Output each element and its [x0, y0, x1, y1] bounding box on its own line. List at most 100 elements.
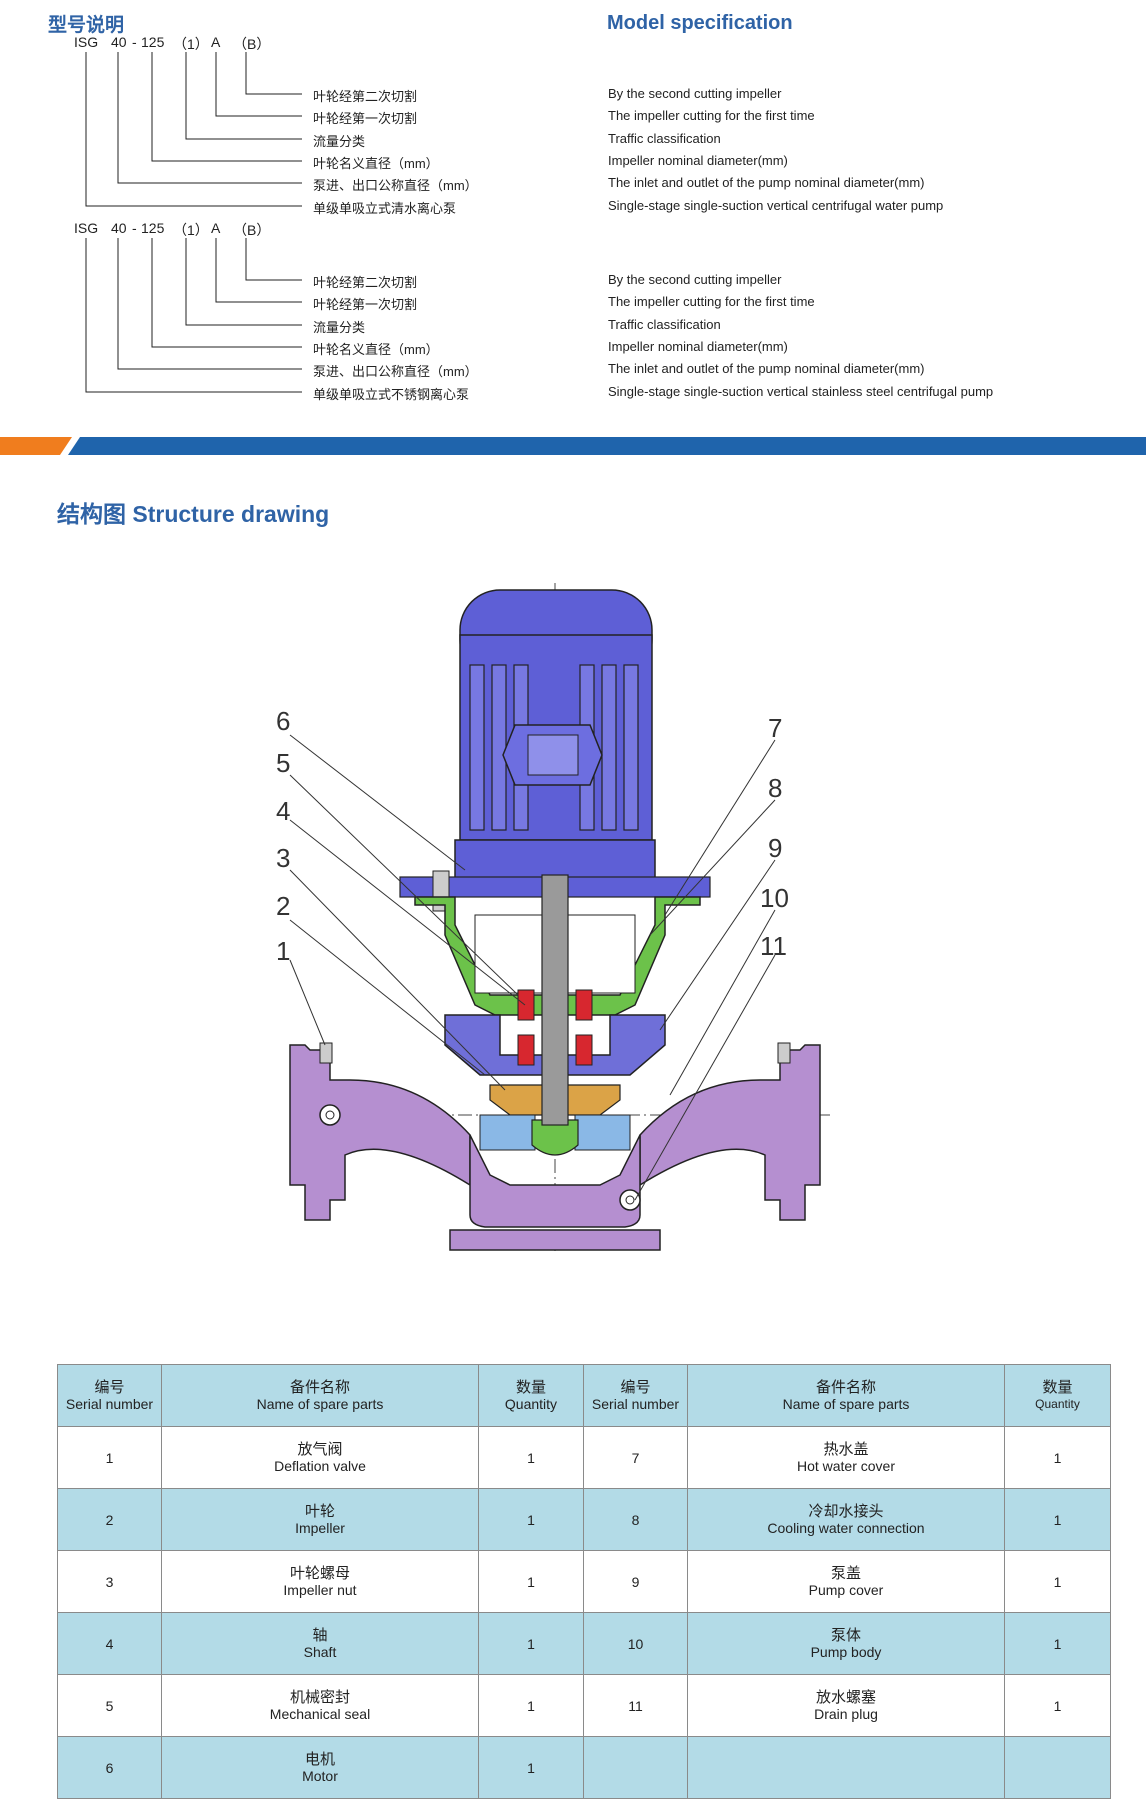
section-divider-band: [0, 437, 1146, 455]
pump-body: [289, 1044, 821, 1251]
part-label-4: 4: [276, 796, 290, 826]
part-label-7: 7: [768, 713, 782, 743]
serial-cell: 10: [583, 1612, 688, 1675]
spec1-en-1: By the second cutting impeller: [608, 86, 782, 101]
quantity-cell: 1: [1004, 1488, 1111, 1551]
serial-cell: 11: [583, 1674, 688, 1737]
serial-cell: 9: [583, 1550, 688, 1613]
model-code-1: ISG 40 - 125 （1） A （B）: [74, 34, 270, 162]
code-isg: ISG: [74, 34, 99, 50]
serial-cell: 2: [57, 1488, 162, 1551]
code-isg: ISG: [74, 220, 99, 236]
model-code-2-leader-lines: [85, 238, 302, 393]
spec1-cn-1: 叶轮经第二次切割: [313, 89, 418, 104]
code-dash: -: [132, 34, 137, 50]
serial-cell: 4: [57, 1612, 162, 1675]
spec2-cn-6: 单级单吸立式不锈钢离心泵: [313, 387, 470, 402]
spec1-cn-5: 泵进、出口公称直径（mm）: [313, 178, 478, 193]
motor: [454, 589, 656, 881]
code-1: （1）: [173, 36, 209, 52]
spec2-cn-1: 叶轮经第二次切割: [313, 275, 418, 290]
quantity-cell: 1: [478, 1736, 584, 1799]
code-40: 40: [111, 34, 127, 50]
spec2-cn-5: 泵进、出口公称直径（mm）: [313, 364, 478, 379]
part-label-3: 3: [276, 843, 290, 873]
spec1-cn-6: 单级单吸立式清水离心泵: [313, 201, 457, 216]
quantity-cell: 1: [478, 1550, 584, 1613]
spec1-en-5: The inlet and outlet of the pump nominal…: [608, 175, 925, 190]
code-125: 125: [141, 34, 165, 50]
serial-cell: 1: [57, 1426, 162, 1489]
mechanical-seal: [517, 989, 593, 1066]
part-label-8: 8: [768, 773, 782, 803]
code-125: 125: [141, 220, 165, 236]
serial-cell: 5: [57, 1674, 162, 1737]
quantity-cell: 1: [1004, 1674, 1111, 1737]
code-1: （1）: [173, 222, 209, 238]
code-dash: -: [132, 220, 137, 236]
serial-cell: [583, 1736, 688, 1799]
part-label-6: 6: [276, 706, 290, 736]
serial-cell: 3: [57, 1550, 162, 1613]
serial-cell: 6: [57, 1736, 162, 1799]
quantity-cell: 1: [1004, 1612, 1111, 1675]
part-label-9: 9: [768, 833, 782, 863]
code-40: 40: [111, 220, 127, 236]
spec1-cn-4: 叶轮名义直径（mm）: [313, 156, 439, 171]
pump-structure-drawing: 1 2 3 4 5 6 7 8 9 10 11: [276, 583, 830, 1255]
spec1-cn-2: 叶轮经第一次切割: [313, 111, 418, 126]
quantity-cell: [1004, 1736, 1111, 1799]
quantity-cell: 1: [1004, 1550, 1111, 1613]
code-a: A: [211, 34, 221, 50]
spec2-cn-4: 叶轮名义直径（mm）: [313, 342, 439, 357]
model-code-1-leader-lines: [85, 52, 302, 207]
part-label-1: 1: [276, 936, 290, 966]
quantity-cell: 1: [478, 1674, 584, 1737]
serial-cell: 8: [583, 1488, 688, 1551]
part-label-11: 11: [760, 931, 787, 961]
spec2-en-1: By the second cutting impeller: [608, 272, 782, 287]
spec1-en-3: Traffic classification: [608, 131, 721, 146]
code-b: （B）: [233, 36, 271, 52]
quantity-cell: 1: [478, 1612, 584, 1675]
quantity-cell: 1: [1004, 1426, 1111, 1489]
shaft: [541, 874, 569, 1126]
quantity-cell: 1: [478, 1426, 584, 1489]
part-label-10: 10: [760, 883, 789, 913]
pump-cover: [444, 1014, 666, 1076]
model-spec-title-cn: 型号说明: [48, 15, 125, 36]
structure-drawing-title: 结构图 Structure drawing: [57, 501, 330, 527]
model-code-2: ISG 40 - 125 （1） A （B）: [74, 220, 270, 348]
spec2-en-5: The inlet and outlet of the pump nominal…: [608, 361, 925, 376]
part-label-2: 2: [276, 891, 290, 921]
spec1-cn-3: 流量分类: [313, 134, 366, 149]
spec1-en-6: Single-stage single-suction vertical cen…: [608, 198, 944, 213]
part-name-cell: [687, 1736, 1005, 1799]
spec1-en-4: Impeller nominal diameter(mm): [608, 153, 788, 168]
spec2-cn-2: 叶轮经第一次切割: [313, 297, 418, 312]
code-a: A: [211, 220, 221, 236]
part-label-5: 5: [276, 748, 290, 778]
